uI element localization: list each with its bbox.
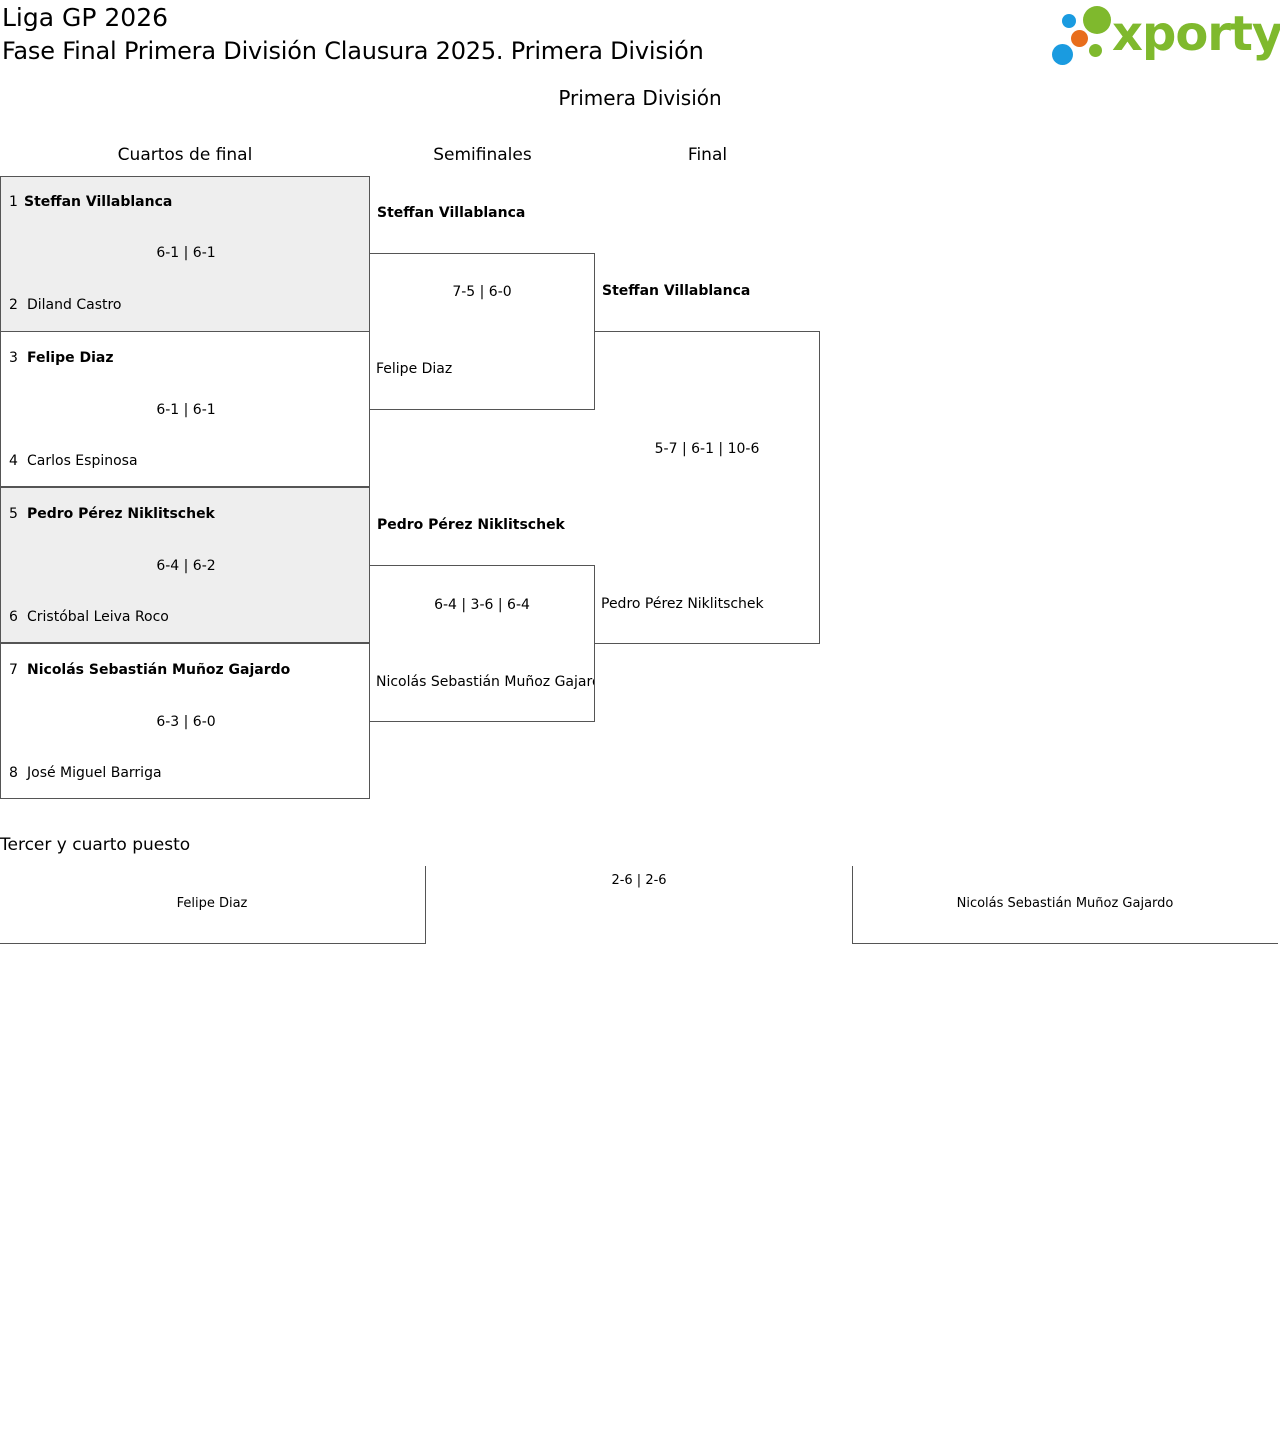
- seed-number: 5: [9, 506, 18, 522]
- third-place-score-box: 2-6 | 2-6: [426, 866, 852, 944]
- round-header-final: Final: [687, 145, 728, 165]
- logo-dot-icon: [1052, 44, 1073, 65]
- quarterfinal-match-2: 3 Felipe Diaz 6-1 | 6-1 4 Carlos Espinos…: [0, 331, 370, 487]
- player-name: Cristóbal Leiva Roco: [27, 609, 169, 625]
- match-score: 6-4 | 6-2: [156, 558, 216, 574]
- final-winner-name: Steffan Villablanca: [602, 283, 751, 299]
- match-score: 6-3 | 6-0: [156, 714, 216, 730]
- player-name: Nicolás Sebastián Muñoz Gajardo: [956, 896, 1174, 911]
- round-header-semifinals: Semifinales: [433, 145, 532, 165]
- match-score: 7-5 | 6-0: [452, 284, 512, 300]
- seed-number: 7: [9, 662, 18, 678]
- semifinal-2-bracket: 6-4 | 3-6 | 6-4 Nicolás Sebastián Muñoz …: [370, 565, 595, 722]
- seed-number: 2: [9, 297, 18, 313]
- logo-dot-icon: [1089, 44, 1102, 57]
- player-name: José Miguel Barriga: [27, 765, 162, 781]
- match-score: 6-1 | 6-1: [156, 402, 216, 418]
- seed-number: 6: [9, 609, 18, 625]
- player-name: Nicolás Sebastián Muñoz Gajardo: [376, 674, 594, 690]
- player-name-winner: Steffan Villablanca: [24, 194, 173, 210]
- third-place-heading: Tercer y cuarto puesto: [0, 835, 191, 855]
- player-name-winner: Pedro Pérez Niklitschek: [27, 506, 215, 522]
- match-score: 6-4 | 3-6 | 6-4: [434, 597, 530, 613]
- league-title: Liga GP 2026: [2, 3, 169, 32]
- division-title: Primera División: [558, 86, 722, 110]
- match-score: 5-7 | 6-1 | 10-6: [654, 441, 760, 457]
- quarterfinal-match-1: 1 Steffan Villablanca 6-1 | 6-1 2 Diland…: [0, 176, 370, 332]
- match-score: 6-1 | 6-1: [156, 245, 216, 261]
- final-bracket: 5-7 | 6-1 | 10-6 Pedro Pérez Niklitschek: [595, 331, 820, 644]
- logo-dot-icon: [1071, 30, 1088, 47]
- semifinal-1-bracket: 7-5 | 6-0 Felipe Diaz: [370, 253, 595, 410]
- stage-title: Fase Final Primera División Clausura 202…: [2, 37, 704, 65]
- seed-number: 1: [9, 194, 18, 210]
- logo-wordmark: xporty: [1112, 6, 1280, 62]
- match-score: 2-6 | 2-6: [611, 873, 667, 888]
- semifinal-1-winner-name: Steffan Villablanca: [377, 205, 526, 221]
- player-name-winner: Nicolás Sebastián Muñoz Gajardo: [27, 662, 291, 678]
- logo-dot-icon: [1062, 14, 1076, 28]
- player-name: Felipe Diaz: [176, 896, 248, 911]
- player-name-winner: Felipe Diaz: [27, 350, 114, 366]
- semifinal-2-winner-name: Pedro Pérez Niklitschek: [377, 517, 565, 533]
- xporty-logo[interactable]: xporty: [1052, 4, 1280, 66]
- seed-number: 8: [9, 765, 18, 781]
- player-name: Diland Castro: [27, 297, 122, 313]
- quarterfinal-match-3: 5 Pedro Pérez Niklitschek 6-4 | 6-2 6 Cr…: [0, 487, 370, 643]
- player-name: Carlos Espinosa: [27, 453, 138, 469]
- round-header-quarterfinals: Cuartos de final: [117, 145, 253, 165]
- logo-dot-icon: [1083, 6, 1111, 34]
- player-name: Pedro Pérez Niklitschek: [601, 596, 764, 612]
- third-place-left-player: Felipe Diaz: [0, 866, 426, 944]
- player-name: Felipe Diaz: [376, 361, 453, 377]
- third-place-right-player: Nicolás Sebastián Muñoz Gajardo: [852, 866, 1278, 944]
- seed-number: 4: [9, 453, 18, 469]
- quarterfinal-match-4: 7 Nicolás Sebastián Muñoz Gajardo 6-3 | …: [0, 643, 370, 799]
- seed-number: 3: [9, 350, 18, 366]
